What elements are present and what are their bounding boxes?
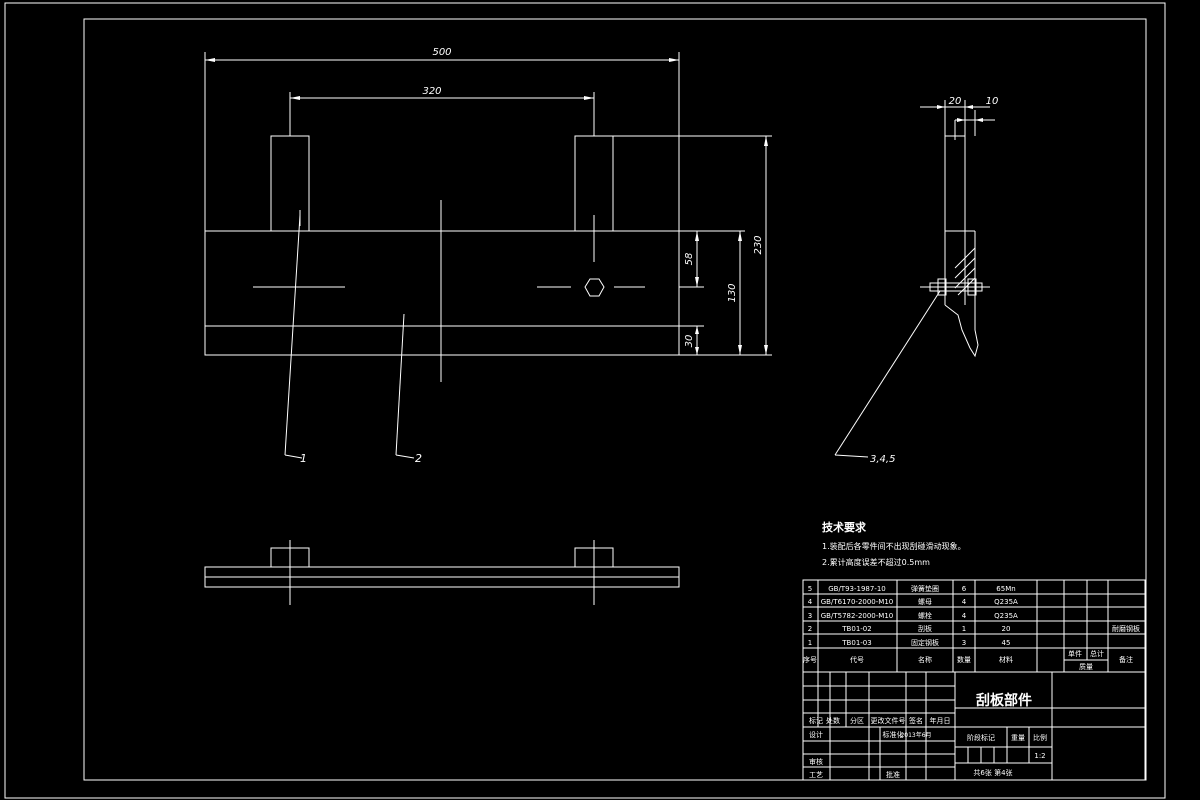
bom-row-qty: 3 [962, 639, 966, 647]
bom-row-code: GB/T5782-2000-M10 [821, 612, 894, 620]
stage-label: 阶段标记 [967, 733, 995, 742]
bom-row-material: 65Mn [996, 585, 1015, 593]
tech-line-2: 2.累计高度误差不超过0.5mm [822, 557, 930, 567]
side-balloons: 3,4,5 [834, 290, 941, 465]
bom-row-code: GB/T6170-2000-M10 [821, 598, 894, 606]
dim-230: 230 [753, 235, 764, 254]
tech-heading: 技术要求 [822, 520, 867, 534]
tab-left [270, 135, 310, 232]
bom-row-qty: 4 [962, 612, 967, 620]
bom-header-total: 总计 [1090, 649, 1104, 658]
tech-line-1: 1.装配后各零件间不出现刮碰滑动现象。 [822, 541, 966, 551]
bom-row-material: 20 [1002, 625, 1011, 633]
main-plate [204, 230, 680, 356]
bom-header-weight: 质量 [1079, 662, 1093, 671]
bom-header-single: 单件 [1068, 649, 1082, 658]
outer-border [4, 2, 1166, 799]
dim-500: 500 [432, 47, 451, 58]
design-date: 2013年6月 [900, 731, 931, 739]
bom-row-qty: 6 [962, 585, 967, 593]
balloon-1: 1 [300, 452, 307, 465]
bom-row-remark: 耐磨钢板 [1112, 624, 1140, 633]
side-dimensions: 20 10 [920, 96, 998, 136]
bom-row-name: 螺栓 [918, 611, 932, 620]
tech-requirements: 技术要求 1.装配后各零件间不出现刮碰滑动现象。 2.累计高度误差不超过0.5m… [822, 520, 966, 567]
top-view [204, 540, 680, 605]
scale-label: 比例 [1033, 733, 1047, 742]
front-view [204, 135, 680, 382]
standardization-label: 标准化 [883, 730, 904, 739]
inner-border [83, 18, 1147, 781]
dim-320: 320 [422, 86, 441, 97]
side-tab [944, 135, 966, 232]
rev-label-count: 处数 [826, 716, 840, 725]
front-balloons: 1 2 [284, 214, 422, 465]
dim-58: 58 [684, 253, 695, 266]
bom-row-name: 螺母 [918, 597, 932, 606]
title-block: 标记 处数 分区 更改文件号 签名 年月日 设计 标准化 2013年6月 审核 … [802, 671, 1146, 781]
front-dimensions: 500 320 58 30 130 230 [204, 47, 772, 356]
bom-row-no: 2 [808, 625, 812, 633]
bom-row-name: 固定钢板 [911, 638, 939, 647]
review-label: 审核 [809, 757, 823, 766]
bom-table: 5 GB/T93-1987-10 弹簧垫圈 6 65Mn 4 GB/T6170-… [802, 579, 1146, 673]
drawing-name: 刮板部件 [976, 692, 1032, 709]
bom-header-material: 材料 [999, 655, 1013, 664]
bom-header-name: 名称 [918, 655, 932, 664]
rev-label-date: 年月日 [930, 716, 951, 725]
bom-row-code: TB01-02 [841, 625, 871, 633]
side-view [920, 120, 990, 358]
bom-row-code: GB/T93-1987-10 [828, 585, 886, 593]
bom-row-code: TB01-03 [841, 639, 871, 647]
balloon-345: 3,4,5 [870, 454, 895, 465]
bom-row-material: Q235A [994, 612, 1018, 620]
rev-label-mark: 标记 [809, 716, 823, 725]
bom-header-remark: 备注 [1119, 655, 1133, 664]
bom-row-no: 1 [808, 639, 812, 647]
dim-130: 130 [727, 283, 738, 302]
weight-label: 重量 [1011, 734, 1025, 742]
approve-label: 批准 [886, 770, 900, 779]
bom-header-no: 序号 [803, 655, 817, 664]
bom-row-no: 3 [808, 612, 812, 620]
scale-value: 1:2 [1034, 752, 1045, 760]
balloon-2: 2 [415, 452, 422, 465]
bom-header-code: 代号 [850, 655, 864, 664]
rev-label-sign: 签名 [909, 716, 923, 725]
design-label: 设计 [809, 730, 823, 739]
bom-row-material: Q235A [994, 598, 1018, 606]
dim-30: 30 [684, 335, 695, 348]
rev-label-zone: 分区 [850, 716, 864, 725]
dim-10: 10 [986, 96, 999, 107]
bom-row-name: 刮板 [918, 624, 932, 633]
dim-20: 20 [949, 96, 962, 107]
hex-nut [584, 278, 605, 297]
rev-label-docno: 更改文件号 [871, 716, 906, 725]
bom-row-qty: 4 [962, 598, 967, 606]
bom-header-qty: 数量 [957, 655, 971, 664]
bom-row-no: 5 [808, 585, 812, 593]
bom-row-no: 4 [808, 598, 813, 606]
bom-row-name: 弹簧垫圈 [911, 584, 939, 593]
sheets-text: 共6张 第4张 [973, 768, 1012, 777]
process-label: 工艺 [809, 771, 823, 779]
bom-row-material: 45 [1002, 639, 1011, 647]
bom-row-qty: 1 [962, 625, 966, 633]
